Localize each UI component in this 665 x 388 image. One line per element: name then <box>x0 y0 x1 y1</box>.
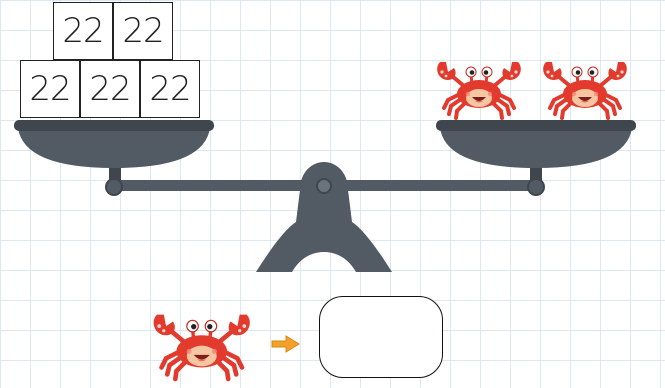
left-pan <box>14 120 214 168</box>
crab-icon <box>154 315 250 379</box>
right-pan <box>436 120 636 168</box>
answer-input-box[interactable] <box>319 296 443 378</box>
weight-block: 22 <box>20 60 80 118</box>
crab-icon <box>437 62 521 118</box>
weight-block: 22 <box>113 2 173 60</box>
weight-block: 22 <box>53 2 113 60</box>
arrow-right-icon <box>270 334 302 354</box>
scale-pivot <box>317 179 331 193</box>
weight-block: 22 <box>140 60 200 118</box>
weight-block: 22 <box>80 60 140 118</box>
crab-icon <box>543 62 627 118</box>
